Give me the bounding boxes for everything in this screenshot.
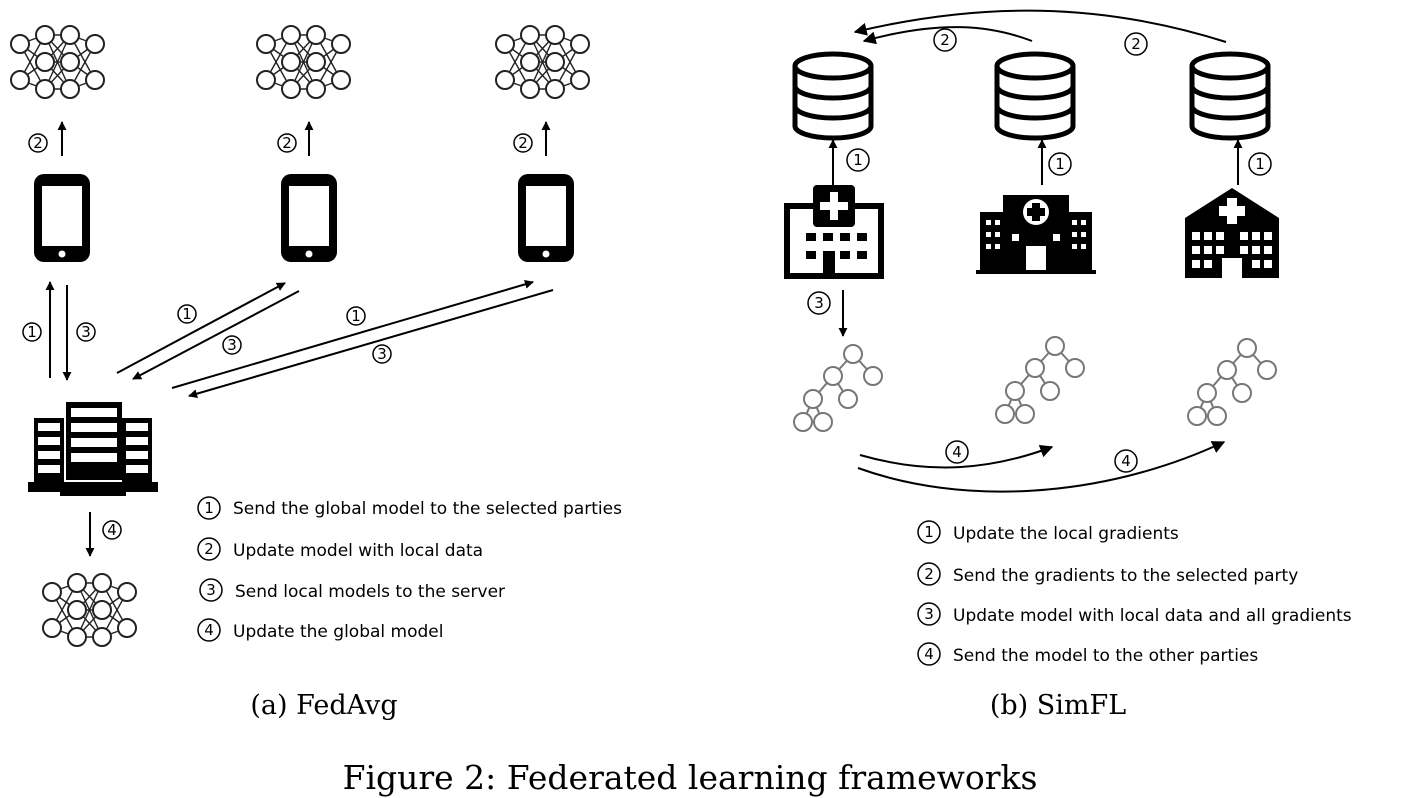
svg-text:3: 3	[814, 294, 824, 312]
svg-text:4: 4	[204, 621, 214, 639]
svg-text:3: 3	[81, 323, 91, 341]
decision-tree-icon	[1187, 338, 1277, 426]
svg-text:Update model with local data: Update model with local data	[233, 541, 483, 561]
svg-text:2: 2	[282, 134, 292, 152]
svg-text:Send the model to the other pa: Send the model to the other parties	[953, 646, 1258, 666]
update-arrow: 2	[28, 121, 67, 156]
svg-text:3: 3	[924, 605, 934, 623]
svg-text:1: 1	[924, 523, 934, 541]
database-icon	[795, 54, 871, 138]
svg-text:Send the gradients to the sele: Send the gradients to the selected party	[953, 566, 1298, 586]
svg-text:2: 2	[518, 134, 528, 152]
neural-network-icon	[42, 573, 137, 647]
svg-text:2: 2	[1131, 35, 1141, 53]
svg-text:4: 4	[924, 645, 934, 663]
svg-text:1: 1	[1255, 155, 1265, 173]
update-arrow: 2	[277, 121, 314, 156]
legend-item: 1 Send the global model to the selected …	[197, 496, 622, 520]
fedavg-diagram: 2 2 2 1 3 1 3 1 3	[10, 25, 622, 721]
database-icon	[1192, 54, 1268, 138]
simfl-caption: (b) SimFL	[990, 690, 1126, 721]
server-icon	[28, 402, 158, 496]
svg-text:Update the global model: Update the global model	[233, 622, 443, 642]
svg-text:1: 1	[1055, 155, 1065, 173]
svg-text:3: 3	[227, 336, 237, 354]
simfl-legend: 1 Update the local gradients 2 Send the …	[917, 520, 1352, 666]
svg-text:3: 3	[206, 581, 216, 599]
svg-text:1: 1	[204, 499, 214, 517]
svg-text:4: 4	[952, 443, 962, 461]
figure-caption: Figure 2: Federated learning frameworks	[343, 758, 1038, 797]
fedavg-legend: 1 Send the global model to the selected …	[197, 496, 622, 642]
svg-text:4: 4	[107, 521, 117, 539]
svg-text:Update the local gradients: Update the local gradients	[953, 524, 1179, 544]
svg-text:4: 4	[1121, 452, 1131, 470]
legend-item: 2 Update model with local data	[197, 537, 483, 561]
simfl-diagram: 2 2 1 1 1	[784, 9, 1352, 721]
svg-text:2: 2	[940, 31, 950, 49]
svg-text:1: 1	[27, 323, 37, 341]
hospital-icon	[976, 195, 1096, 274]
svg-text:2: 2	[924, 565, 934, 583]
update-arrow: 2	[513, 121, 551, 156]
hospital-icon	[784, 185, 884, 279]
decision-tree-icon	[995, 336, 1085, 424]
legend-item: 4 Update the global model	[197, 618, 443, 642]
svg-text:1: 1	[853, 151, 863, 169]
svg-text:1: 1	[351, 307, 361, 325]
neural-network-icon	[10, 25, 105, 99]
neural-network-icon	[256, 25, 351, 99]
smartphone-icon	[281, 174, 337, 262]
svg-text:Send the global model to the s: Send the global model to the selected pa…	[233, 499, 622, 519]
decision-tree-icon	[793, 344, 883, 432]
svg-text:Send local models to the serve: Send local models to the server	[235, 582, 505, 602]
svg-text:2: 2	[204, 540, 214, 558]
svg-text:1: 1	[182, 305, 192, 323]
legend-item: 2 Send the gradients to the selected par…	[917, 562, 1298, 586]
smartphone-icon	[518, 174, 574, 262]
legend-item: 1 Update the local gradients	[917, 520, 1179, 544]
fedavg-caption: (a) FedAvg	[250, 690, 397, 721]
hospital-icon	[1185, 188, 1279, 278]
svg-text:3: 3	[377, 345, 387, 363]
legend-item: 4 Send the model to the other parties	[917, 642, 1258, 666]
svg-text:Update model with local data a: Update model with local data and all gra…	[953, 606, 1352, 626]
legend-item: 3 Send local models to the server	[199, 578, 505, 602]
neural-network-icon	[495, 25, 590, 99]
database-icon	[997, 54, 1073, 138]
legend-item: 3 Update model with local data and all g…	[917, 602, 1352, 626]
smartphone-icon	[34, 174, 90, 262]
svg-text:2: 2	[33, 134, 43, 152]
